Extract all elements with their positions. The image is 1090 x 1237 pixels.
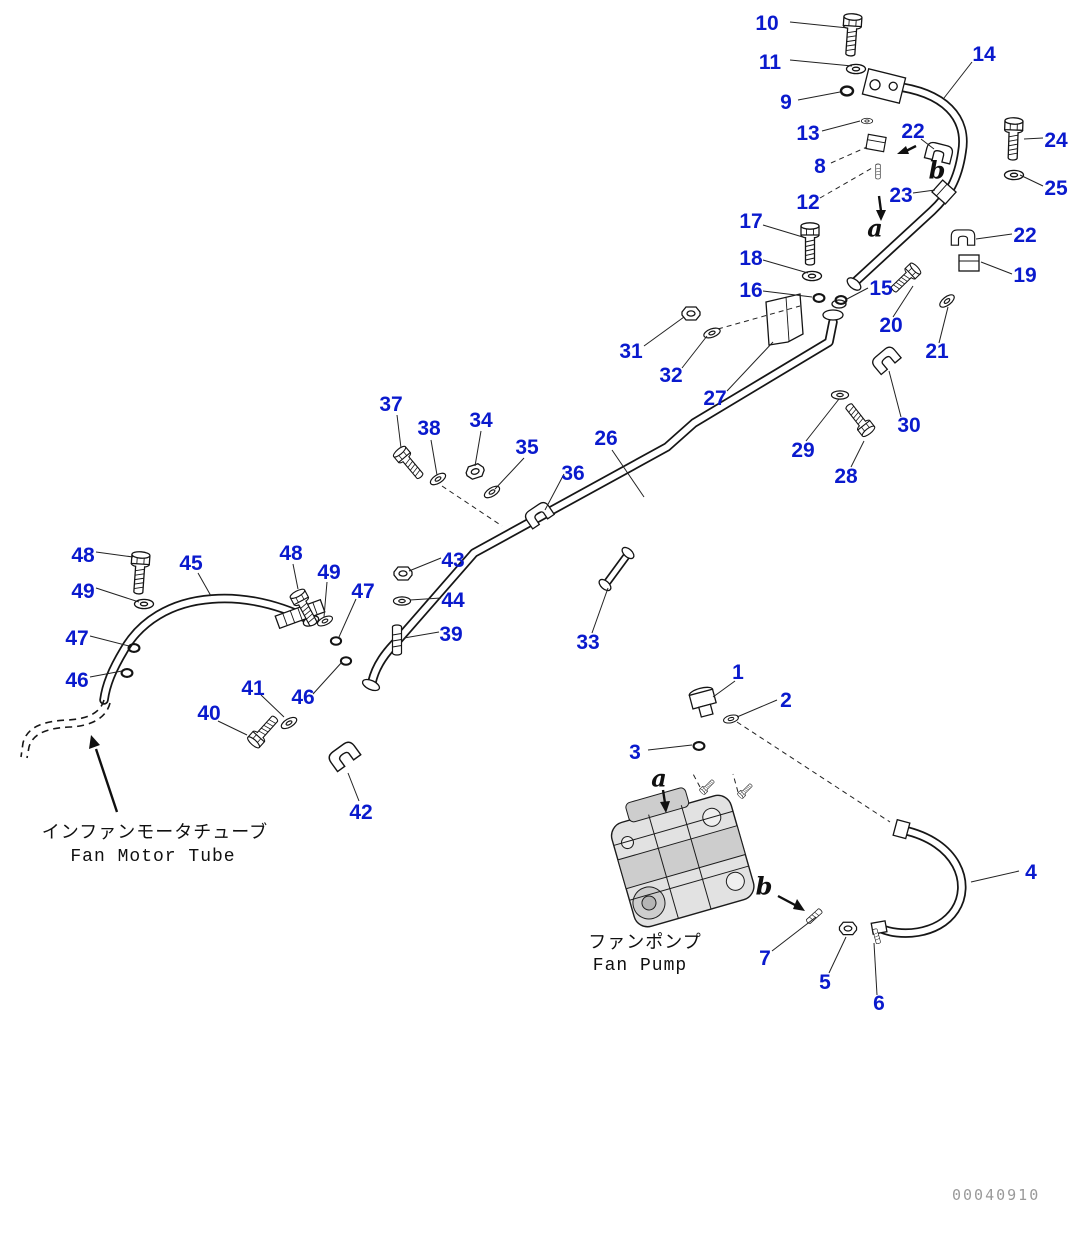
fan-motor-tube-label-en: Fan Motor Tube xyxy=(70,847,236,867)
part-9-oring xyxy=(839,85,855,97)
fan-pump-drawing xyxy=(610,787,755,928)
part-49-washer xyxy=(315,613,335,629)
ref-arrow-b-pump xyxy=(777,894,805,911)
part-48-bolt xyxy=(128,550,151,596)
leader-lines xyxy=(89,21,1044,996)
part-35-washer xyxy=(481,483,503,501)
banjo-fitting-14 xyxy=(861,68,907,104)
part-12-pin xyxy=(875,163,881,180)
part-21-washer xyxy=(937,291,957,311)
part-46-oring xyxy=(339,656,353,666)
part-42-clamp xyxy=(325,738,362,773)
elbow-fitting-1 xyxy=(688,686,717,718)
part-28-bolt xyxy=(841,399,877,439)
part-8-block xyxy=(865,133,887,153)
part-3-oring xyxy=(692,740,706,752)
part-16-oring xyxy=(812,292,826,304)
part-20-bolt xyxy=(887,261,923,296)
tube-26 xyxy=(367,317,838,687)
ref-arrow-a-top xyxy=(876,195,886,221)
part-2-washer xyxy=(722,713,740,725)
part-19-block xyxy=(958,254,980,272)
part-13-cap xyxy=(860,117,874,125)
part-29-washer xyxy=(830,390,850,400)
tube-33 xyxy=(598,546,635,592)
part-44-washer xyxy=(392,596,412,606)
ref-arrow-a-pump xyxy=(660,789,670,813)
part-30-clamp xyxy=(869,344,902,376)
hose-4 xyxy=(875,825,967,938)
part-7-pin xyxy=(805,907,824,925)
flange-tube14-end xyxy=(846,277,862,291)
part-41-washer xyxy=(278,714,300,732)
fan-motor-tube-arrow xyxy=(89,735,119,813)
part-39-pin xyxy=(391,624,403,656)
part-38-washer xyxy=(427,470,449,488)
clamp-direction-arrow xyxy=(897,144,917,154)
part-43-nut xyxy=(393,566,413,581)
pump-mount-bolt xyxy=(698,777,717,796)
part-40-bolt xyxy=(245,712,282,751)
bracket-27 xyxy=(765,293,804,346)
flange-tube26-bottom xyxy=(361,678,381,692)
tube-45 xyxy=(20,593,315,759)
part-31-nut xyxy=(681,306,701,321)
pump-mount-bolt xyxy=(736,781,755,800)
part-37-bolt xyxy=(391,444,428,483)
part-18-washer xyxy=(801,270,823,282)
dashed-leaders xyxy=(441,146,891,823)
part-46-oring xyxy=(120,667,134,679)
part-10-bolt xyxy=(840,12,863,58)
sleeve-23 xyxy=(931,179,957,205)
fan-pump-label-jp: ファンポンプ xyxy=(588,934,702,954)
part-17-bolt xyxy=(800,222,820,266)
part-47-oring xyxy=(329,636,343,646)
fan-pump-label-en: Fan Pump xyxy=(592,956,688,976)
fan-motor-tube-label-jp: インファンモータチューブ xyxy=(41,824,269,844)
part-49-washer xyxy=(133,598,155,610)
hose4-end-fitting-top xyxy=(892,818,911,840)
doc-number: 00040910 xyxy=(952,1186,1041,1204)
part-22-clamp xyxy=(950,229,976,246)
part-5-fitting xyxy=(838,921,858,936)
part-24-bolt xyxy=(1002,116,1024,161)
